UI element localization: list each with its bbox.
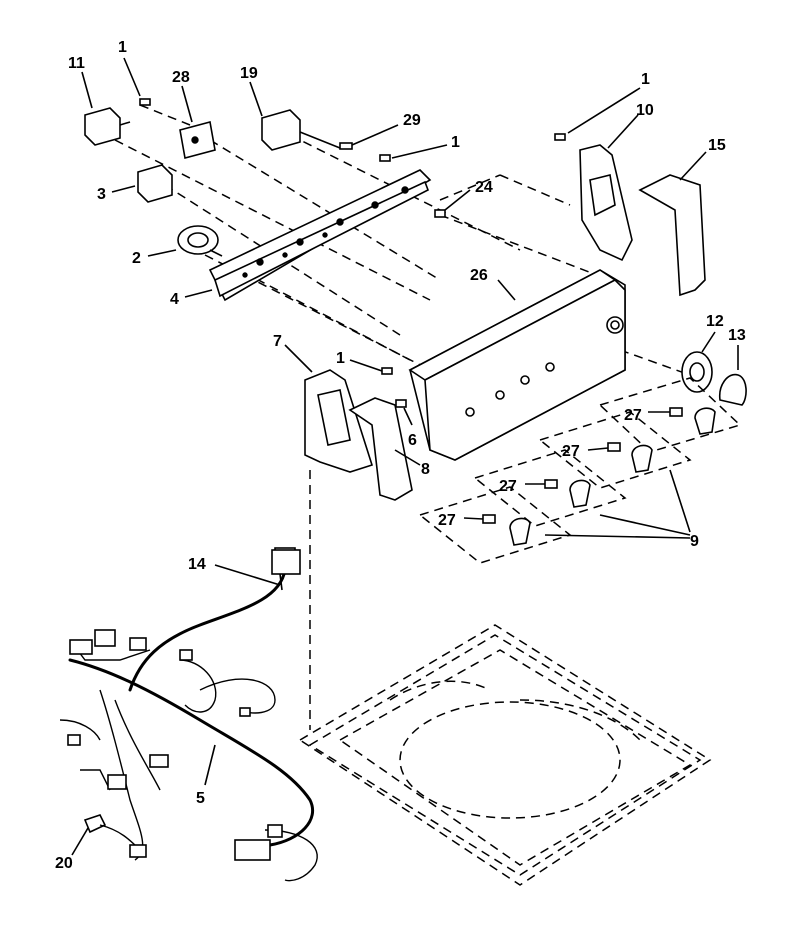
callouts: 11 1 28 19 29 1 3 24 2 4 1 10 15 26 7 1 …	[55, 39, 746, 872]
wire-harness-part-5	[59, 547, 318, 882]
callout-27: 27	[438, 512, 456, 529]
cover-part-8	[348, 397, 413, 501]
callout-1: 1	[336, 350, 345, 367]
switch-part-11	[84, 107, 131, 146]
callout-1: 1	[118, 39, 127, 56]
harness-connector-part-14	[271, 549, 301, 591]
leader-lines	[71, 57, 739, 856]
knob-part-12	[681, 351, 713, 393]
callout-15: 15	[708, 137, 726, 154]
callout-7: 7	[273, 333, 282, 350]
callout-10: 10	[636, 102, 654, 119]
washer-top-outline	[298, 624, 712, 886]
endcap-part-7	[304, 369, 374, 473]
callout-1: 1	[641, 71, 650, 88]
callout-26: 26	[470, 267, 488, 284]
callout-6: 6	[408, 432, 417, 449]
cover-part-15	[638, 174, 706, 297]
callout-9: 9	[690, 533, 699, 550]
switch-part-28	[179, 121, 216, 159]
callout-19: 19	[240, 65, 258, 82]
screws	[139, 98, 566, 408]
connector-part-20	[83, 814, 147, 858]
console-part-26	[408, 269, 626, 461]
callout-1: 1	[451, 134, 460, 151]
endcap-part-10	[579, 144, 633, 262]
callout-3: 3	[97, 186, 106, 203]
callout-11: 11	[68, 55, 85, 72]
callout-8: 8	[421, 461, 430, 478]
callout-29: 29	[403, 112, 421, 129]
callout-2: 2	[132, 250, 141, 267]
assembly-guide-lines	[114, 104, 691, 730]
knob-groups-part-9	[418, 377, 742, 564]
callout-28: 28	[172, 69, 190, 86]
callout-27: 27	[624, 407, 642, 424]
switch-part-19	[261, 109, 341, 151]
callout-27: 27	[562, 443, 580, 460]
control-bracket-part-4	[208, 169, 432, 302]
callout-14: 14	[188, 556, 206, 573]
callout-5: 5	[196, 790, 205, 807]
callout-12: 12	[706, 313, 724, 330]
callout-27: 27	[499, 478, 517, 495]
callout-4: 4	[170, 291, 179, 308]
switch-part-3	[137, 164, 173, 203]
callout-24: 24	[475, 179, 493, 196]
timer-part-2	[177, 225, 223, 257]
knob-cap-part-13	[718, 373, 747, 406]
callout-20: 20	[55, 855, 73, 872]
callout-13: 13	[728, 327, 746, 344]
